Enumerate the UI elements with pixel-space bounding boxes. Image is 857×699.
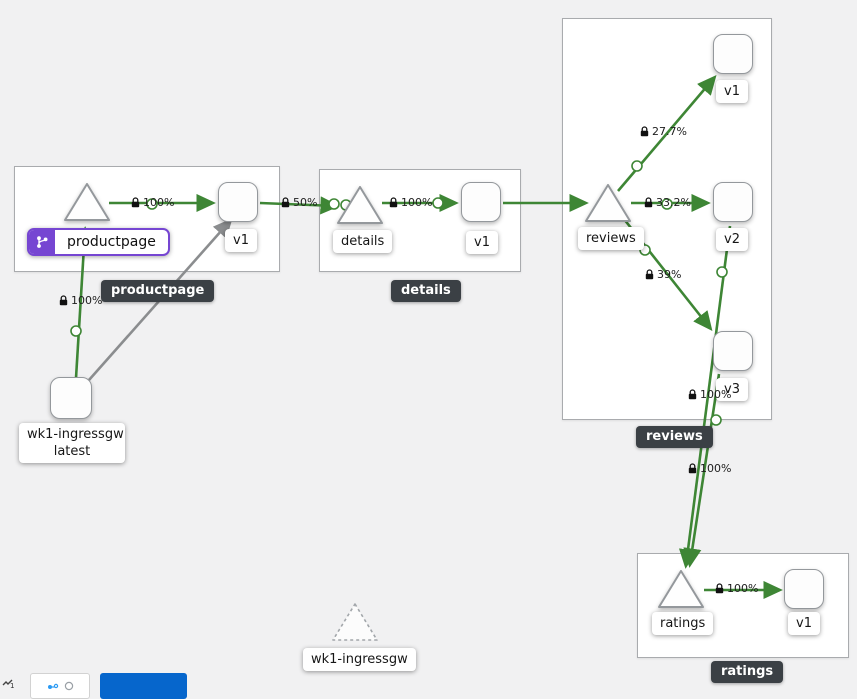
- service-node-details[interactable]: [335, 183, 385, 227]
- edge-label-ingress-productpage[interactable]: 100%: [59, 294, 102, 307]
- edge-percent: 39%: [657, 268, 682, 281]
- edge-label-productpage-v1[interactable]: 100%: [131, 196, 174, 209]
- workload-node-ratings-v1[interactable]: [784, 569, 824, 609]
- lock-icon: [645, 269, 654, 280]
- node-label-details-v1[interactable]: v1: [466, 231, 498, 254]
- workload-node-productpage-v1[interactable]: [218, 182, 258, 222]
- edge-percent: 27.7%: [652, 125, 687, 138]
- edge-label-ratings-v1[interactable]: 100%: [715, 582, 758, 595]
- node-label-ratings-v1[interactable]: v1: [788, 612, 820, 635]
- lock-icon: [688, 389, 697, 400]
- node-label-line2: latest: [53, 444, 91, 459]
- service-node-idle-ingressgw[interactable]: [330, 600, 380, 644]
- lock-icon: [131, 197, 140, 208]
- lock-icon: [644, 197, 653, 208]
- svg-text:1: 1: [10, 682, 14, 689]
- lock-icon: [281, 197, 290, 208]
- group-label-productpage[interactable]: productpage: [101, 280, 215, 302]
- node-label-reviews[interactable]: reviews: [578, 227, 644, 250]
- edge-percent: 100%: [401, 196, 433, 209]
- edge-label-reviews-v3[interactable]: 39%: [645, 268, 681, 281]
- edge-percent: 33.2%: [656, 196, 691, 209]
- node-label-reviews-v1[interactable]: v1: [716, 80, 748, 103]
- graph-toolbar: 1: [0, 673, 187, 699]
- workload-node-details-v1[interactable]: [461, 182, 501, 222]
- node-label-text: productpage: [67, 234, 156, 250]
- node-label-details[interactable]: details: [333, 230, 393, 253]
- edge-percent: 50%: [293, 196, 318, 209]
- group-label-ratings[interactable]: ratings: [711, 661, 784, 683]
- node-label-ingressgw[interactable]: wk1-ingressgw latest: [19, 423, 125, 463]
- group-label-reviews[interactable]: reviews: [636, 426, 713, 448]
- workload-node-reviews-v3[interactable]: [713, 331, 753, 371]
- lock-icon: [715, 583, 724, 594]
- zoom-level-icon[interactable]: 1: [2, 673, 18, 691]
- node-label-productpage-v1[interactable]: v1: [225, 229, 257, 252]
- fit-view-button[interactable]: [30, 673, 90, 699]
- lock-icon: [688, 463, 697, 474]
- edge-label-reviews-v2[interactable]: 33.2%: [644, 196, 691, 209]
- edge-percent: 100%: [700, 388, 732, 401]
- edge-percent: 100%: [727, 582, 759, 595]
- workload-node-ingressgw[interactable]: [50, 377, 92, 419]
- workload-node-reviews-v2[interactable]: [713, 182, 753, 222]
- edge-percent: 100%: [700, 462, 732, 475]
- edge-label-v3-ratings[interactable]: 100%: [688, 462, 731, 475]
- edge-label-details-v1[interactable]: 100%: [389, 196, 432, 209]
- edge-label-ppv1-details[interactable]: 50%: [281, 196, 317, 209]
- workload-node-reviews-v1[interactable]: [713, 34, 753, 74]
- node-label-idle-ingressgw[interactable]: wk1-ingressgw: [303, 648, 416, 671]
- service-node-productpage[interactable]: [62, 180, 112, 224]
- service-node-reviews[interactable]: [583, 181, 633, 225]
- legend-button[interactable]: [100, 673, 187, 699]
- node-label-ratings[interactable]: ratings: [652, 612, 714, 635]
- group-label-details[interactable]: details: [391, 280, 461, 302]
- code-branch-icon: [29, 230, 55, 254]
- edge-percent: 100%: [143, 196, 175, 209]
- lock-icon: [389, 197, 398, 208]
- node-label-line1: wk1-ingressgw: [27, 427, 124, 442]
- traffic-dot-icon: [70, 325, 82, 337]
- edge-label-v2-ratings[interactable]: 100%: [688, 388, 731, 401]
- lock-icon: [640, 126, 649, 137]
- edge-label-reviews-v1[interactable]: 27.7%: [640, 125, 687, 138]
- lock-icon: [59, 295, 68, 306]
- edge-percent: 100%: [71, 294, 103, 307]
- service-node-ratings[interactable]: [656, 567, 706, 611]
- selected-node-label-productpage[interactable]: productpage: [27, 228, 170, 256]
- node-label-reviews-v2[interactable]: v2: [716, 228, 748, 251]
